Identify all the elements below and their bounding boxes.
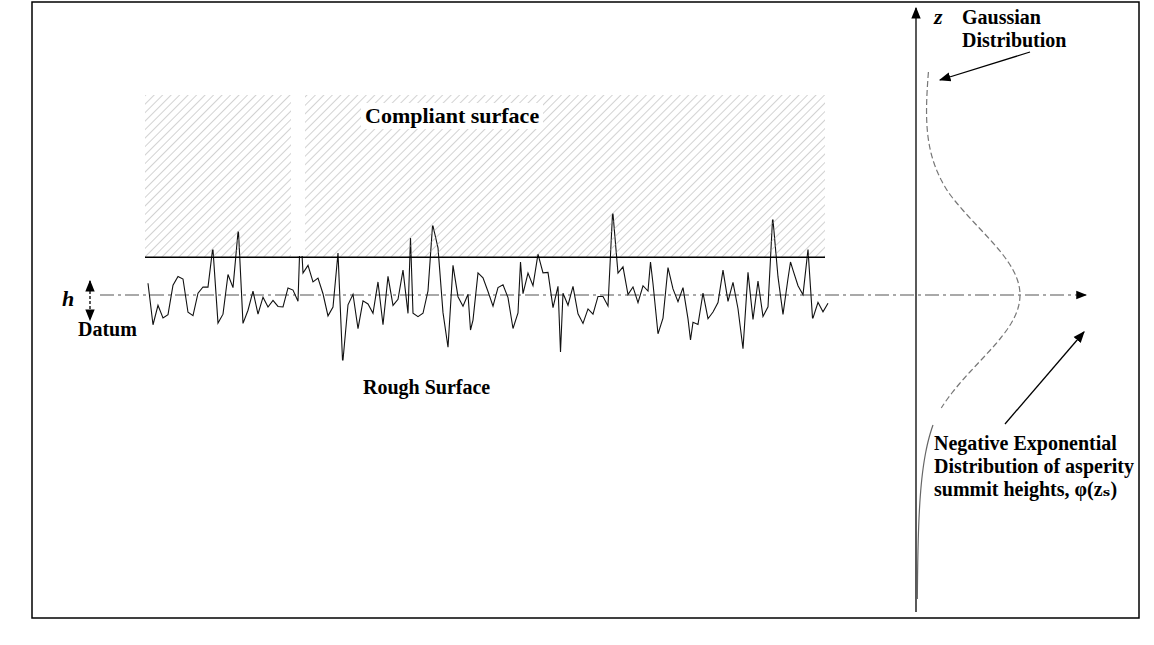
gap-arrow (89, 281, 90, 320)
leader-arrow (940, 52, 1030, 80)
figure-frame (32, 2, 1139, 618)
exponential-curve (917, 425, 933, 599)
surface-label: Rough Surface (363, 376, 533, 399)
distribution-label: Negative Exponential Distribution of asp… (934, 432, 1134, 501)
z-axis (915, 8, 916, 612)
band-label: Compliant surface (361, 103, 543, 129)
distribution-label: Gaussian Distribution (962, 6, 1102, 52)
datum-label: Datum (78, 318, 158, 341)
datum-line (100, 294, 1086, 295)
gaussian-curve (927, 72, 1020, 408)
distribution-curves (917, 72, 1020, 599)
leader-arrow (1005, 332, 1084, 424)
gap-label: h (62, 286, 82, 311)
axis-label: z (934, 4, 954, 29)
compliant-surface-band: Compliant surface (145, 95, 825, 258)
